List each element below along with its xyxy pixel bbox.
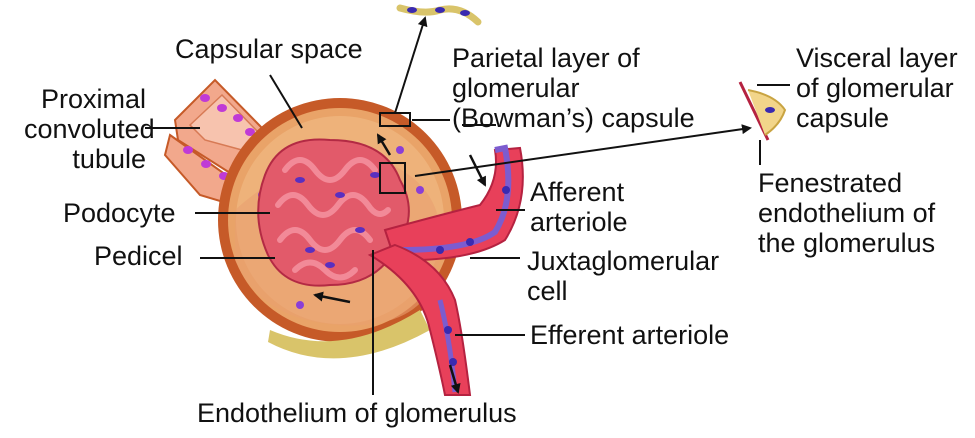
label-parietal-line-1: Parietal layer of	[452, 43, 640, 73]
label-afferent-arteriole: Afferent arteriole	[530, 177, 628, 237]
arterioles-illustration	[367, 144, 524, 396]
label-fenestrated-endothelium: Fenestrated endothelium of the glomerulu…	[758, 168, 935, 258]
label-proximal-line-2: convoluted	[24, 114, 155, 144]
label-fenestrated-line-2: endothelium of	[758, 198, 936, 228]
label-parietal-layer: Parietal layer of glomerular (Bowman’s) …	[452, 43, 695, 133]
visceral-zoom-box	[379, 162, 406, 194]
label-juxtaglomerular-cell: Juxtaglomerular cell	[527, 246, 719, 306]
label-pedicel: Pedicel	[94, 241, 183, 271]
label-afferent-line-2: arteriole	[530, 207, 628, 237]
label-efferent-arteriole: Efferent arteriole	[530, 320, 730, 350]
label-parietal-line-2: glomerular	[452, 73, 580, 103]
glomerulus-illustration	[257, 138, 410, 287]
label-capsular-space: Capsular space	[175, 34, 363, 64]
label-proximal-line-3: tubule	[72, 144, 146, 174]
label-juxtaglomerular-line-1: Juxtaglomerular	[527, 246, 720, 276]
label-endothelium-glomerulus: Endothelium of glomerulus	[197, 398, 517, 428]
label-visceral-line-2: of glomerular	[796, 73, 954, 103]
parietal-cells-inset	[396, 4, 482, 26]
leader-lines	[145, 16, 790, 395]
label-visceral-layer: Visceral layer of glomerular capsule	[796, 43, 958, 133]
label-visceral-line-3: capsule	[796, 103, 890, 133]
label-fenestrated-line-3: the glomerulus	[758, 228, 936, 258]
label-fenestrated-line-1: Fenestrated	[758, 168, 903, 198]
flow-arrows	[313, 133, 487, 394]
label-parietal-line-3: (Bowman’s) capsule	[452, 103, 695, 133]
label-proximal-tubule: Proximal convoluted tubule	[24, 84, 155, 174]
label-podocyte: Podocyte	[63, 198, 176, 228]
visceral-layer-inset	[738, 81, 787, 141]
label-proximal-line-1: Proximal	[40, 84, 146, 114]
label-juxtaglomerular-line-2: cell	[527, 276, 568, 306]
label-afferent-line-1: Afferent	[530, 177, 625, 207]
label-visceral-line-1: Visceral layer	[796, 43, 958, 73]
